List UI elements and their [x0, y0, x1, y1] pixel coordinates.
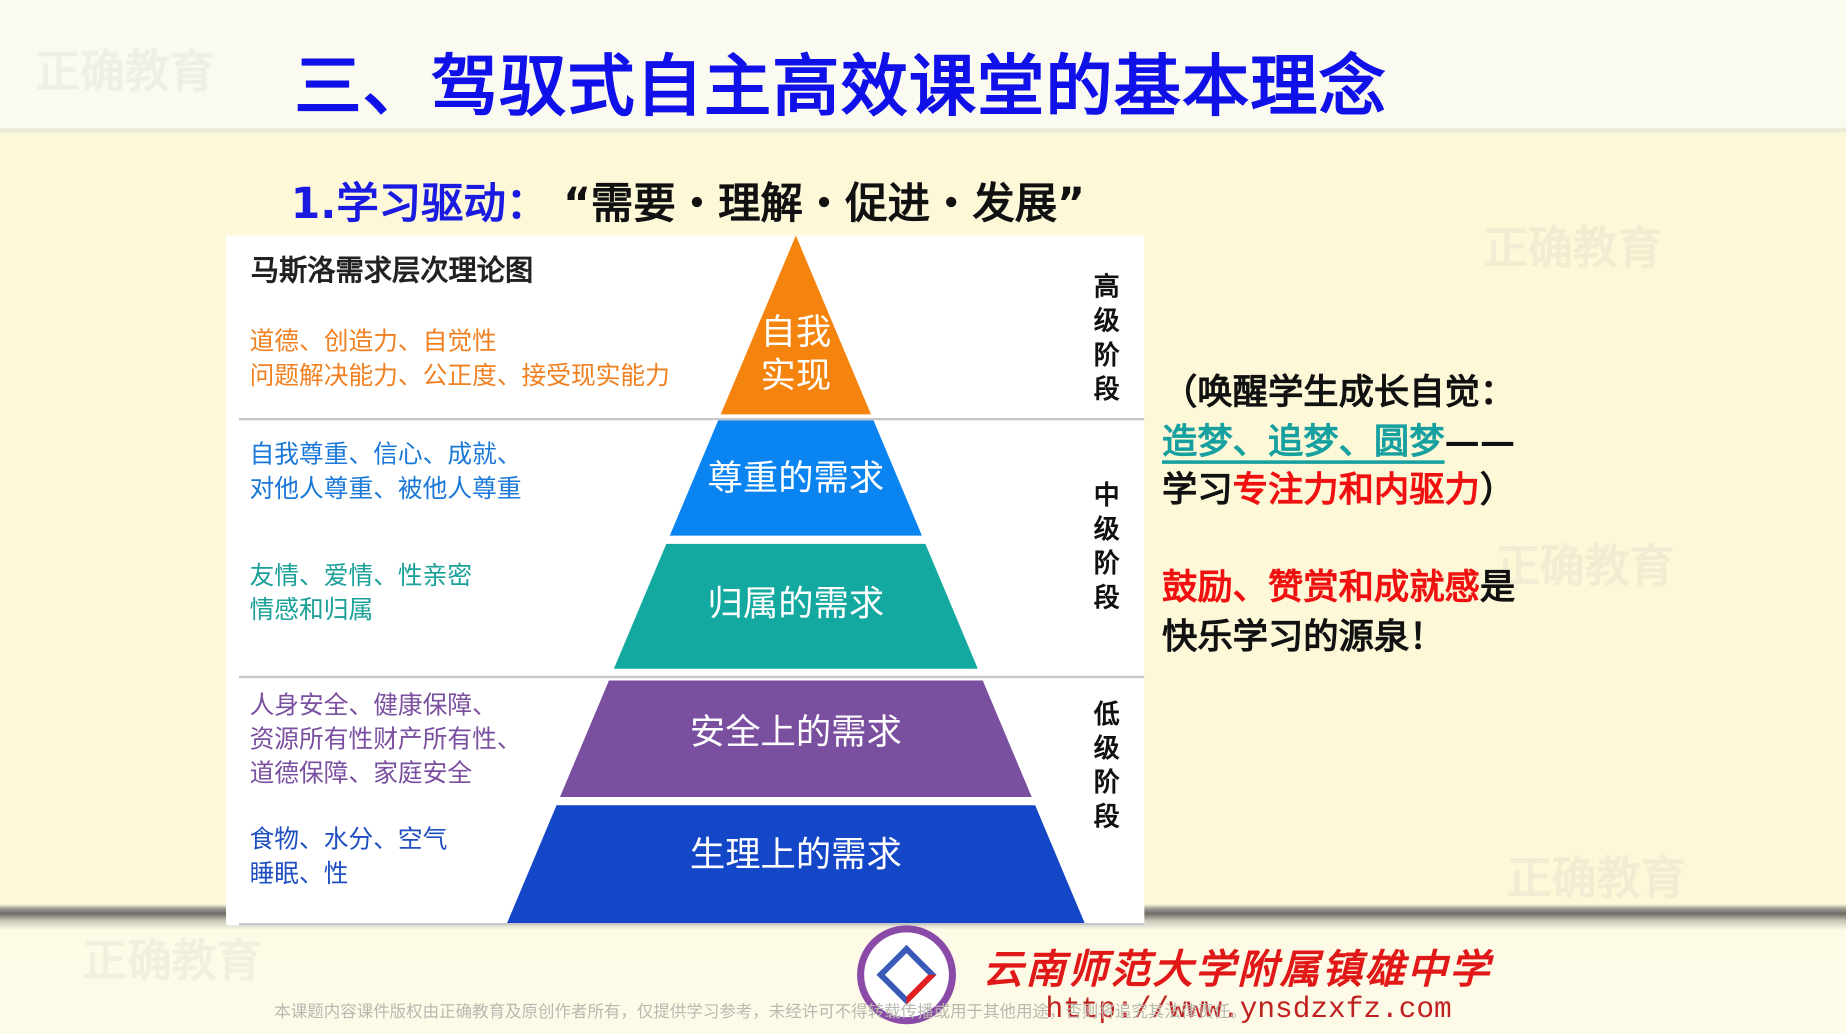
- highlight-text: 专注力和内驱力: [1232, 469, 1480, 511]
- label-line: 自我: [760, 311, 832, 354]
- layer-desc-self-actualization: 道德、创造力、自觉性 问题解决能力、公正度、接受现实能力: [250, 325, 670, 393]
- slide-title: 三、驾驭式自主高效课堂的基本理念: [294, 48, 1387, 126]
- subtitle-quote: “需要・理解・促进・发展”: [563, 180, 1086, 229]
- desc-line: 对他人尊重、被他人尊重: [249, 474, 522, 503]
- layer-label-belonging: 归属的需求: [707, 583, 885, 626]
- pyramid-layer-self-actualization: [720, 235, 872, 415]
- pyramid-layer-physiological: [506, 805, 1086, 925]
- stage-label-middle: 中级阶段: [1093, 481, 1120, 614]
- side-text-line: 快乐学习的源泉！: [1161, 616, 1445, 659]
- layer-label-safety: 安全上的需求: [689, 712, 902, 754]
- school-logo-icon: [857, 925, 956, 1025]
- side-text-line: 造梦、追梦、圆梦——: [1162, 418, 1515, 467]
- pyramid-layer-belonging: [613, 543, 978, 669]
- desc-line: 道德、创造力、自觉性: [249, 327, 497, 356]
- desc-line: 人身安全、健康保障、: [249, 691, 497, 720]
- layer-desc-esteem: 自我尊重、信心、成就、 对他人尊重、被他人尊重: [250, 438, 522, 506]
- pyramid-layer-safety: [559, 680, 1032, 798]
- stage-label-low: 低级阶段: [1093, 700, 1120, 833]
- watermark: 正确教育: [35, 45, 215, 98]
- layer-desc-physiological: 食物、水分、空气 睡眠、性: [250, 823, 448, 891]
- desc-line: 友情、爱情、性亲密: [249, 561, 473, 590]
- highlight-text: 鼓励、赞赏和成就感: [1161, 567, 1480, 609]
- pyramid-layer-esteem: [669, 420, 922, 536]
- school-url[interactable]: http://www.ynsdzxfz.com: [1045, 992, 1452, 1027]
- divider: [238, 923, 1145, 926]
- layer-label-physiological: 生理上的需求: [689, 834, 902, 876]
- divider: [238, 417, 1145, 421]
- desc-line: 情感和归属: [249, 595, 374, 624]
- layer-desc-belonging: 友情、爱情、性亲密 情感和归属: [250, 559, 473, 627]
- text: 是: [1479, 567, 1516, 609]
- subtitle-number: 1.学习驱动：: [290, 180, 549, 229]
- layer-desc-safety: 人身安全、健康保障、 资源所有性财产所有性、 道德保障、家庭安全: [250, 689, 522, 791]
- desc-line: 睡眠、性: [249, 859, 349, 888]
- text: 学习: [1161, 469, 1233, 511]
- side-text-line: 学习专注力和内驱力）: [1162, 466, 1515, 515]
- watermark: 正确教育: [1506, 852, 1686, 905]
- watermark: 正确教育: [82, 934, 262, 987]
- side-text-line: （唤醒学生成长自觉：: [1161, 372, 1516, 414]
- watermark: 正确教育: [1483, 222, 1663, 275]
- school-name: 云南师范大学附属镇雄中学: [983, 946, 1492, 994]
- copyright-notice: 本课题内容课件版权由正确教育及原创作者所有，仅提供学习参考，未经许可不得转载传播…: [274, 1003, 1247, 1022]
- desc-line: 道德保障、家庭安全: [249, 759, 473, 788]
- divider: [238, 675, 1145, 679]
- desc-line: 自我尊重、信心、成就、: [249, 440, 522, 469]
- desc-line: 资源所有性财产所有性、: [249, 725, 522, 754]
- layer-label-esteem: 尊重的需求: [707, 457, 885, 500]
- desc-line: 问题解决能力、公正度、接受现实能力: [249, 361, 670, 390]
- watermark: 正确教育: [1495, 540, 1675, 593]
- side-text-line: 鼓励、赞赏和成就感是: [1162, 564, 1515, 613]
- desc-line: 食物、水分、空气: [249, 825, 448, 854]
- text: ）: [1479, 469, 1516, 511]
- dash: ——: [1444, 421, 1516, 463]
- section-subtitle: 1.学习驱动： “需要・理解・促进・发展”: [291, 170, 1085, 231]
- maslow-pyramid-diagram: 马斯洛需求层次理论图 道德、创造力、自觉性 问题解决能力、公正度、接受现实能力 …: [226, 235, 1145, 926]
- diagram-title: 马斯洛需求层次理论图: [250, 254, 534, 288]
- layer-label-self-actualization: 自我 实现: [725, 311, 866, 398]
- label-line: 实现: [760, 355, 832, 397]
- stage-label-high: 高级阶段: [1093, 273, 1120, 405]
- pyramid-graphic: [506, 235, 1086, 925]
- dream-text: 造梦、追梦、圆梦: [1161, 421, 1445, 463]
